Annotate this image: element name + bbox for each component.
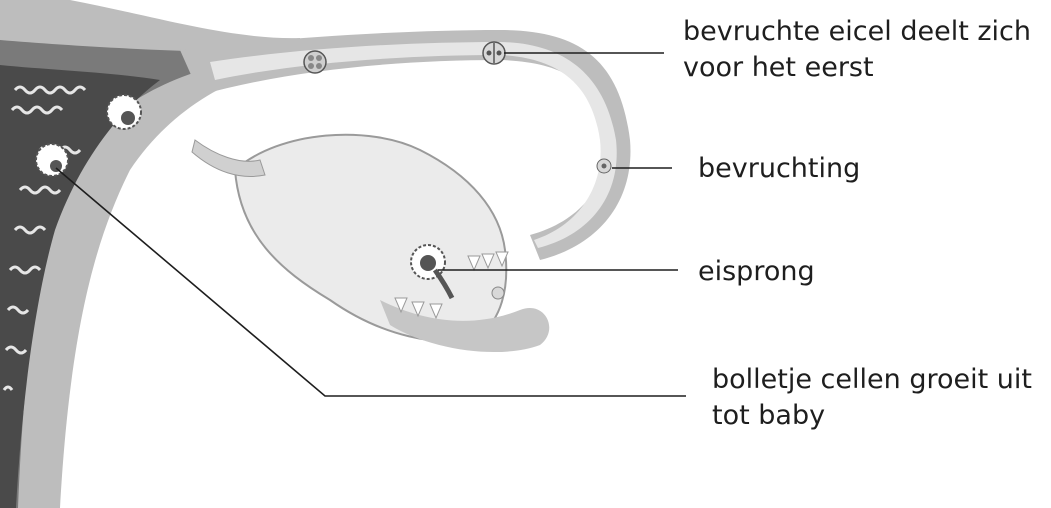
label-growth: bolletje cellen groeit uit tot baby bbox=[712, 362, 1032, 434]
label-first-division: bevruchte eicel deelt zich voor het eers… bbox=[683, 14, 1031, 86]
morula-in-tube bbox=[304, 51, 326, 73]
label-first-division-line2: voor het eerst bbox=[683, 50, 1031, 86]
blastocyst-upper bbox=[107, 95, 141, 129]
label-growth-line1: bolletje cellen groeit uit bbox=[712, 362, 1032, 398]
fertilization-egg bbox=[597, 159, 611, 173]
label-growth-line2: tot baby bbox=[712, 398, 1032, 434]
blastocyst-implanting bbox=[36, 144, 68, 176]
label-ovulation: eisprong bbox=[698, 254, 815, 290]
label-first-division-line1: bevruchte eicel deelt zich bbox=[683, 14, 1031, 50]
label-fertilization-line1: bevruchting bbox=[698, 151, 860, 187]
dividing-egg bbox=[483, 42, 505, 64]
label-ovulation-line1: eisprong bbox=[698, 254, 815, 290]
label-fertilization: bevruchting bbox=[698, 151, 860, 187]
released-egg bbox=[492, 287, 504, 299]
ovary bbox=[235, 135, 506, 341]
